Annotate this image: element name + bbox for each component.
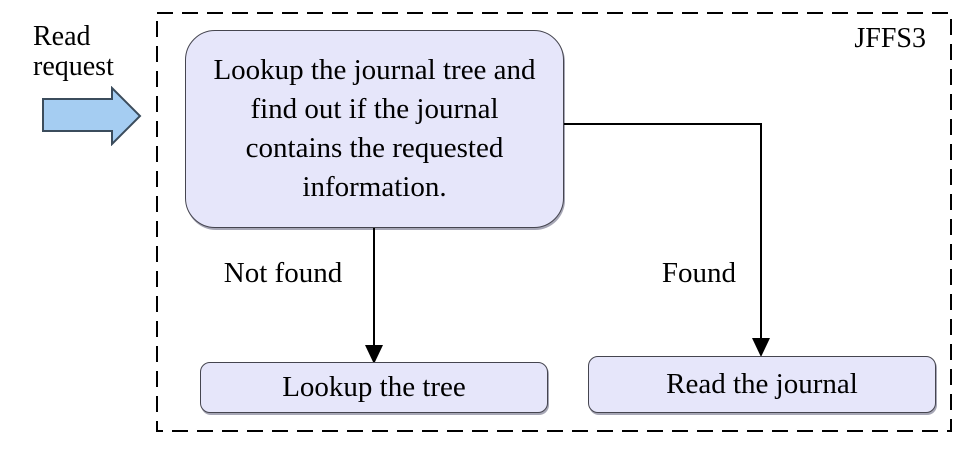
node-lookup-journal: Lookup the journal tree and find out if … <box>185 30 564 228</box>
read-request-label: Read request <box>33 21 114 83</box>
edge-found-hline <box>564 123 762 125</box>
edge-not-found-line <box>373 228 375 348</box>
frame-title: JFFS3 <box>854 23 926 54</box>
read-request-block-arrow-icon <box>42 86 142 146</box>
node-lookup-tree: Lookup the tree <box>200 362 548 413</box>
node-read-journal: Read the journal <box>588 356 936 413</box>
edge-not-found-arrowhead-icon <box>365 345 383 364</box>
node-lookup-journal-text: Lookup the journal tree and find out if … <box>213 54 536 203</box>
edge-found-label: Found <box>661 257 737 289</box>
edge-found-vline <box>760 123 762 341</box>
edge-found-arrowhead-icon <box>752 338 770 357</box>
edge-not-found-label: Not found <box>223 257 343 289</box>
